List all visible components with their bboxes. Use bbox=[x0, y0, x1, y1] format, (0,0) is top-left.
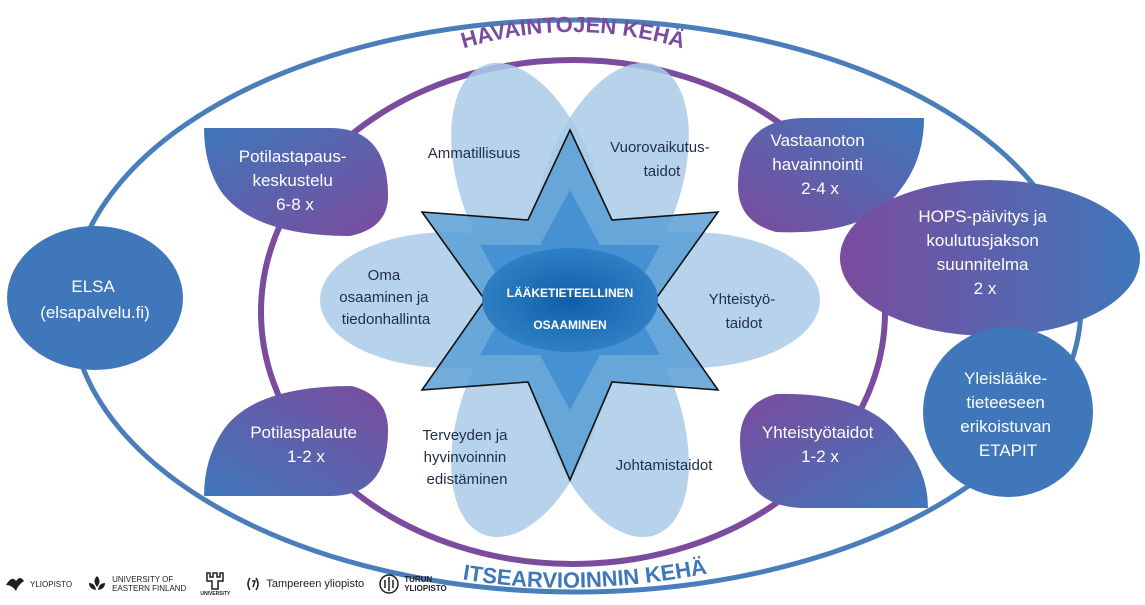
elsa-label: ELSA (elsapalvelu.fi) bbox=[40, 277, 150, 322]
hops-label: HOPS-päivitys ja koulutusjakson suunnite… bbox=[918, 207, 1051, 298]
logo-4: Tampereen yliopisto bbox=[244, 575, 364, 593]
logo-3-text: UNIVERSITY bbox=[200, 591, 231, 597]
etapit-label: Yleislääke- tieteeseen erikoistuvan ETAP… bbox=[960, 369, 1055, 460]
logo-4-text: Tampereen yliopisto bbox=[266, 577, 365, 590]
leaf-top-left bbox=[204, 128, 388, 236]
leaf-label-vastaanoton: Vastaanoton havainnointi 2-4 x bbox=[771, 131, 870, 198]
petal-label-right: Yhteistyö- taidot bbox=[709, 291, 780, 332]
petal-label-top-right: Vuorovaikutus- taidot bbox=[610, 139, 714, 180]
bird-logo-icon bbox=[6, 578, 24, 591]
bracket-logo-icon bbox=[247, 577, 260, 591]
tower-logo-icon bbox=[206, 572, 225, 590]
leaf-label-yhteistyotaidot: Yhteistyötaidot 1-2 x bbox=[762, 423, 878, 466]
ellipse-elsa bbox=[7, 226, 183, 370]
petal-label-top-left: Ammatillisuus bbox=[428, 145, 521, 162]
center-core bbox=[482, 248, 658, 352]
leaf-bottom-left bbox=[204, 386, 388, 496]
leaf-logo-icon bbox=[89, 576, 106, 590]
leaf-top-right bbox=[738, 118, 924, 233]
circle-etapit bbox=[923, 327, 1093, 497]
logo-1: YLIOPISTO bbox=[4, 573, 72, 595]
petal-label-left: Oma osaaminen ja tiedonhallinta bbox=[339, 267, 432, 328]
center-label-line-2: OSAAMINEN bbox=[533, 318, 606, 332]
ellipse-hops bbox=[840, 180, 1140, 336]
center-label-line-1: LÄÄKETIETEELLINEN bbox=[507, 285, 634, 300]
torch-logo-icon bbox=[379, 574, 399, 594]
leaf-bottom-right bbox=[740, 393, 928, 508]
leaf-label-potilaspalaute: Potilaspalaute 1-2 x bbox=[250, 423, 362, 466]
logo-3: UNIVERSITY bbox=[200, 571, 230, 597]
competence-flower bbox=[320, 62, 820, 538]
leaf-label-potilastapaus: Potilastapaus- keskustelu 6-8 x bbox=[239, 147, 351, 214]
petal-label-bottom-right: Johtamistaidot bbox=[616, 457, 714, 474]
petal-label-bottom-left: Terveyden ja hyvinvoinnin edistäminen bbox=[422, 427, 511, 488]
logo-1-text: YLIOPISTO bbox=[30, 579, 73, 589]
